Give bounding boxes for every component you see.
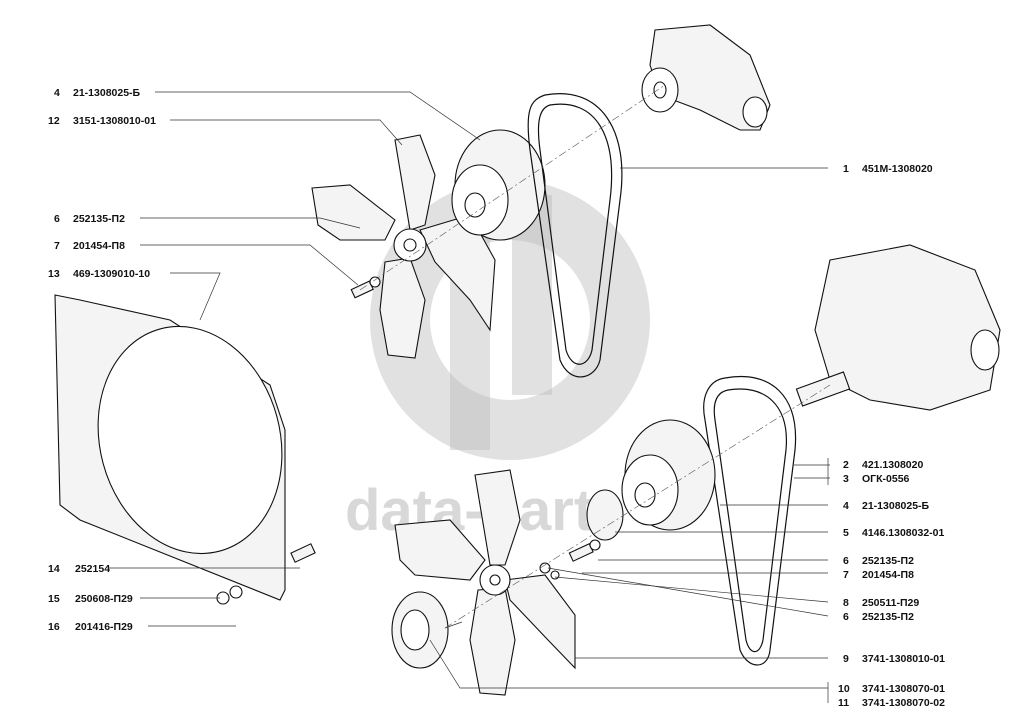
label-6-code: 252135-П2: [73, 213, 125, 225]
label-15-code: 250608-П29: [75, 593, 133, 605]
upper-belt: [527, 93, 623, 378]
label-7b-code: 201454-П8: [862, 569, 914, 581]
label-7b-num: 7: [843, 569, 849, 581]
fan-clutch: [391, 591, 463, 669]
label-6c-num: 6: [843, 611, 849, 623]
label-2-num: 2: [843, 459, 849, 471]
lower-belt: [703, 376, 797, 666]
part-labels: 4 21-1308025-Б 12 3151-1308010-01 1 451М…: [48, 87, 945, 709]
label-10-num: 10: [838, 683, 850, 695]
label-9-code: 3741-1308010-01: [862, 653, 945, 665]
lower-water-pump: [795, 244, 1001, 411]
label-16-num: 16: [48, 621, 60, 633]
lower-fan: [394, 469, 576, 696]
label-11-num: 11: [838, 697, 849, 709]
label-6b-num: 6: [843, 555, 849, 567]
lower-belt-inner: [713, 388, 787, 653]
upper-belt-inner: [537, 103, 613, 365]
pulley-spacer: [586, 489, 624, 541]
label-2-code: 421.1308020: [862, 459, 923, 471]
label-8-num: 8: [843, 597, 849, 609]
label-9-num: 9: [843, 653, 849, 665]
label-4b-code: 21-1308025-Б: [862, 500, 930, 512]
label-7-num: 7: [54, 240, 60, 252]
label-14-code: 252154: [75, 563, 110, 575]
label-3-num: 3: [843, 473, 849, 485]
upper-pulley: [451, 129, 546, 241]
upper-fan: [311, 134, 496, 359]
label-6c-code: 252135-П2: [862, 611, 914, 623]
upper-water-pump: [641, 24, 771, 131]
label-5-num: 5: [843, 527, 849, 539]
label-1-num: 1: [843, 163, 849, 175]
label-3-code: ОГК-0556: [862, 473, 910, 485]
lower-axis-line: [444, 384, 831, 629]
label-4-code: 21-1308025-Б: [73, 87, 141, 99]
radiator-shroud: [54, 294, 286, 601]
fan-fasteners: [350, 276, 601, 580]
label-6b-code: 252135-П2: [862, 555, 914, 567]
label-7-code: 201454-П8: [73, 240, 125, 252]
label-13-code: 469-1309010-10: [73, 268, 150, 280]
label-12-code: 3151-1308010-01: [73, 115, 156, 127]
leader-lines: [108, 91, 830, 703]
label-8-code: 250511-П29: [862, 597, 919, 609]
label-1-code: 451М-1308020: [862, 163, 933, 175]
label-4-num: 4: [54, 87, 60, 99]
label-5-code: 4146.1308032-01: [862, 527, 944, 539]
label-10-code: 3741-1308070-01: [862, 683, 945, 695]
lower-pulley: [621, 419, 716, 531]
label-6-num: 6: [54, 213, 60, 225]
label-13-num: 13: [48, 268, 60, 280]
label-4b-num: 4: [843, 500, 849, 512]
shroud-fasteners: [216, 543, 316, 605]
label-14-num: 14: [48, 563, 60, 575]
label-12-num: 12: [48, 115, 60, 127]
label-15-num: 15: [48, 593, 60, 605]
label-16-code: 201416-П29: [75, 621, 133, 633]
upper-axis-line: [359, 84, 666, 291]
label-11-code: 3741-1308070-02: [862, 697, 945, 709]
